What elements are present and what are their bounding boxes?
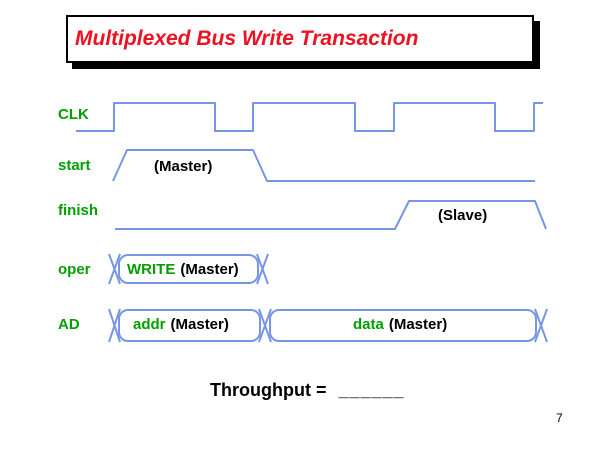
- data-value-text: data: [353, 316, 384, 333]
- ad-bus-transition-middle: [258, 308, 272, 343]
- clk-waveform: [76, 102, 543, 132]
- throughput-label: Throughput =: [210, 380, 327, 400]
- ad-bus-segment-data: [269, 309, 537, 342]
- addr-value-text: addr: [133, 316, 166, 333]
- oper-value-text: WRITE: [127, 261, 176, 278]
- addr-owner-text: (Master): [170, 316, 229, 333]
- ad-bus-transition-left: [108, 308, 121, 343]
- signal-label-clk: CLK: [58, 106, 89, 123]
- start-owner-annotation: (Master): [154, 158, 213, 175]
- signal-label-start: start: [58, 157, 91, 174]
- oper-bus-value: WRITE(Master): [127, 261, 239, 278]
- ad-bus-transition-right: [534, 308, 548, 343]
- data-owner-text: (Master): [388, 316, 448, 333]
- page-title: Multiplexed Bus Write Transaction: [75, 27, 419, 50]
- oper-owner-text: (Master): [180, 261, 239, 278]
- signal-label-finish: finish: [58, 202, 98, 219]
- title-box: Multiplexed Bus Write Transaction: [66, 15, 534, 63]
- finish-waveform: [115, 200, 547, 230]
- ad-addr-bus-value: addr(Master): [133, 316, 229, 333]
- start-waveform: [112, 149, 535, 182]
- page-number: 7: [556, 411, 563, 425]
- throughput-line: Throughput = ______: [210, 380, 405, 401]
- signal-label-ad: AD: [58, 316, 80, 333]
- finish-owner-annotation: (Slave): [438, 207, 488, 224]
- oper-bus-segment: [118, 254, 259, 284]
- ad-bus-segment-addr: [118, 309, 261, 342]
- oper-bus-transition-left: [108, 253, 121, 285]
- oper-bus-transition-right: [256, 253, 269, 285]
- throughput-blank: ______: [338, 380, 405, 400]
- ad-data-bus-value: data(Master): [353, 316, 447, 333]
- signal-label-oper: oper: [58, 261, 91, 278]
